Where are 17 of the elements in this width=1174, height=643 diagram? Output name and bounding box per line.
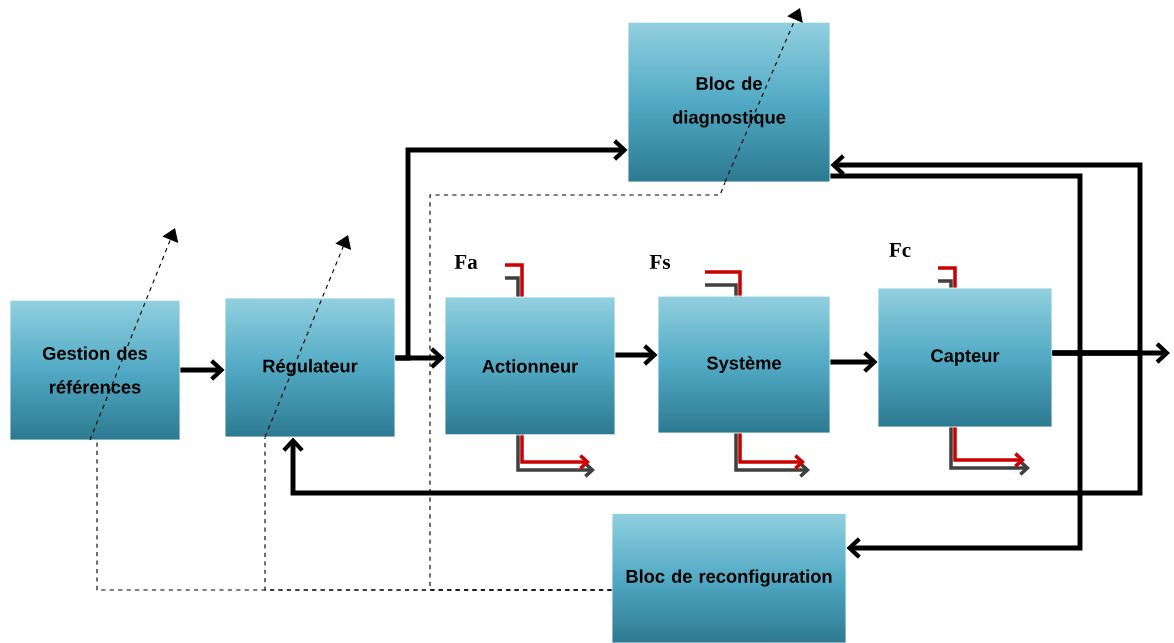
fault-label: Fa [454,255,478,269]
process-box: Gestion des références [9,299,181,441]
arrow [180,359,225,381]
process-box: Bloc de diagnostique [627,21,831,183]
process-box: Bloc de reconfiguration [611,512,847,643]
process-box: Actionneur [444,296,616,436]
arrow [830,173,1083,559]
arrow [615,344,658,366]
arrow [395,139,628,361]
fault-label: Fc [889,243,911,257]
dashed-line [429,181,726,591]
arrow [282,350,1143,496]
fault-label: Fs [649,255,671,269]
process-box: Capteur [877,287,1053,428]
process-box: Régulateur [224,297,396,438]
arrow [830,351,878,373]
process-box: Système [657,295,831,434]
